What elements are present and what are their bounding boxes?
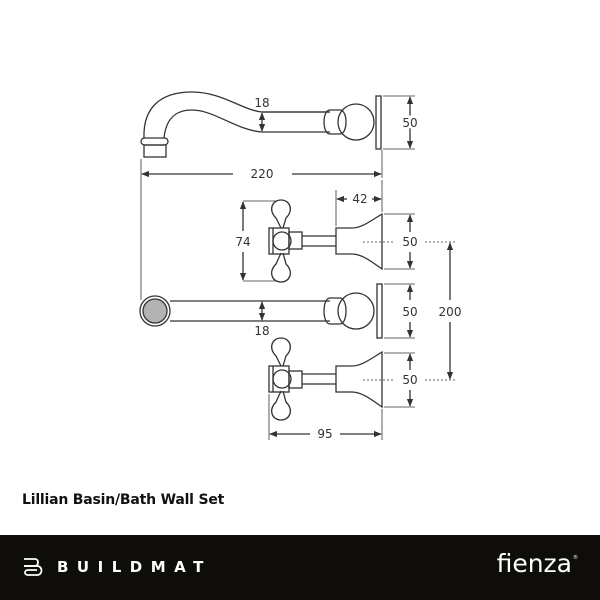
dim-74: 74 <box>235 235 250 249</box>
dim-50-spout-top: 50 <box>402 116 417 130</box>
technical-drawing: 18 50 220 42 74 50 50 18 200 50 95 <box>139 91 462 441</box>
dim-18-bottom: 18 <box>254 324 269 338</box>
lower-tap-plan-view <box>268 337 383 421</box>
dim-220: 220 <box>251 167 274 181</box>
fienza-logo: fienza® <box>497 549 578 578</box>
registered-mark: ® <box>573 555 578 561</box>
spout-plan-view <box>139 283 383 339</box>
upper-tap-side-view <box>268 199 383 283</box>
dim-200: 200 <box>439 305 462 319</box>
dim-18-top: 18 <box>254 96 269 110</box>
footer-bar: BUILDMAT fienza® <box>0 535 600 600</box>
product-title: Lillian Basin/Bath Wall Set <box>22 492 225 508</box>
spout-side-view <box>140 91 382 158</box>
dim-95: 95 <box>317 427 332 441</box>
dim-42: 42 <box>352 192 367 206</box>
dim-50-spout-lower: 50 <box>402 305 417 319</box>
buildmat-logo: BUILDMAT <box>23 558 212 576</box>
dim-50-tap-upper: 50 <box>402 235 417 249</box>
fienza-wordmark: fienza <box>496 549 572 578</box>
buildmat-mark-icon <box>24 558 43 576</box>
dim-50-tap-lower: 50 <box>402 373 417 387</box>
buildmat-wordmark: BUILDMAT <box>57 558 212 576</box>
